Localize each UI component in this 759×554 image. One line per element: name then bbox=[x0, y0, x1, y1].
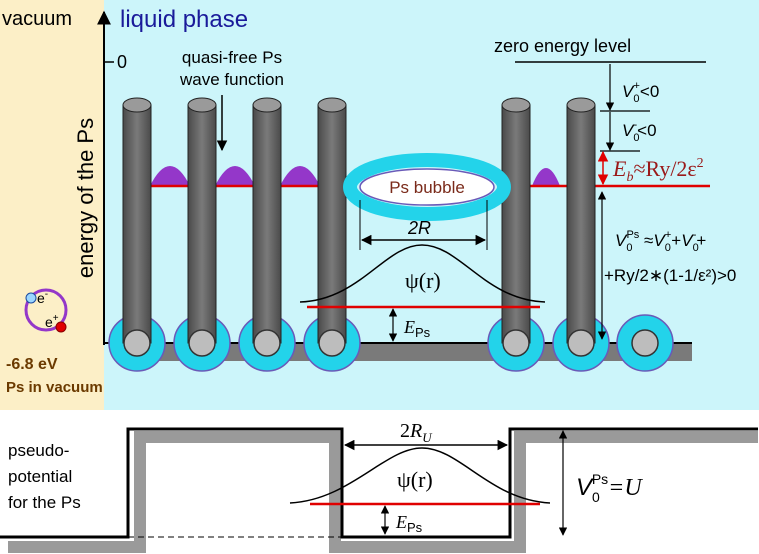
lobe bbox=[150, 166, 190, 186]
v0minus-label: V0-<0 bbox=[622, 119, 657, 144]
psi-label-upper: ψ(r) bbox=[405, 268, 441, 293]
positron-dot bbox=[55, 321, 67, 333]
pseudo-label-3: for the Ps bbox=[8, 493, 81, 512]
lobe bbox=[280, 166, 320, 186]
v0plus-label: V0+<0 bbox=[622, 80, 659, 105]
pseudo-label-1: pseudo- bbox=[8, 441, 69, 460]
electron-label: e- bbox=[37, 289, 48, 306]
potential-line bbox=[0, 427, 758, 539]
ps-atom-orbit bbox=[24, 288, 68, 332]
pseudo-potential bbox=[0, 427, 758, 553]
psi-label-lower: ψ(r) bbox=[397, 467, 433, 492]
electron-dot bbox=[25, 292, 37, 304]
zero-tick-label: 0 bbox=[117, 52, 127, 72]
zero-energy-label: zero energy level bbox=[494, 36, 631, 56]
positron-label: e+ bbox=[45, 313, 59, 330]
v0ps-formula-line1: V0Ps ≈V0++V0-+ bbox=[615, 229, 706, 254]
vacuum-label: vacuum bbox=[2, 8, 72, 30]
psi-curve-lower bbox=[289, 447, 551, 504]
liquid-phase-label: liquid phase bbox=[120, 6, 248, 33]
psi-curve-upper bbox=[299, 244, 546, 303]
eps-label-upper: EPs bbox=[403, 317, 431, 340]
pseudo-label-2: potential bbox=[8, 467, 72, 486]
ps-in-vacuum-label: Ps in vacuum bbox=[6, 379, 103, 396]
lobe bbox=[215, 166, 255, 186]
wave-lobes bbox=[150, 166, 560, 186]
ps-bubble-inner bbox=[359, 168, 495, 206]
energy-axis-label: energy of the Ps bbox=[73, 118, 98, 278]
vacuum-region bbox=[0, 0, 104, 410]
quasi-free-label-1: quasi-free Ps bbox=[182, 48, 282, 67]
two-r-label: 2R bbox=[407, 218, 431, 238]
ps-bubble-label: Ps bubble bbox=[389, 178, 465, 197]
v0ps-u-label: V0Ps=U bbox=[576, 471, 643, 505]
potential-shadow bbox=[8, 431, 758, 553]
lobe bbox=[532, 168, 560, 186]
eps-label-lower: EPs bbox=[395, 512, 423, 535]
minus-68-label: -6.8 eV bbox=[6, 356, 58, 373]
quasi-free-label-2: wave function bbox=[179, 70, 284, 89]
ps-bubble-ring bbox=[343, 153, 511, 221]
pillars bbox=[122, 97, 659, 357]
eb-label: Eb≈Ry/2ε2 bbox=[612, 156, 704, 185]
two-ru-label: 2RU bbox=[400, 420, 433, 445]
v0ps-formula-line2: +Ry/2∗(1-1/ε²)>0 bbox=[604, 266, 736, 285]
